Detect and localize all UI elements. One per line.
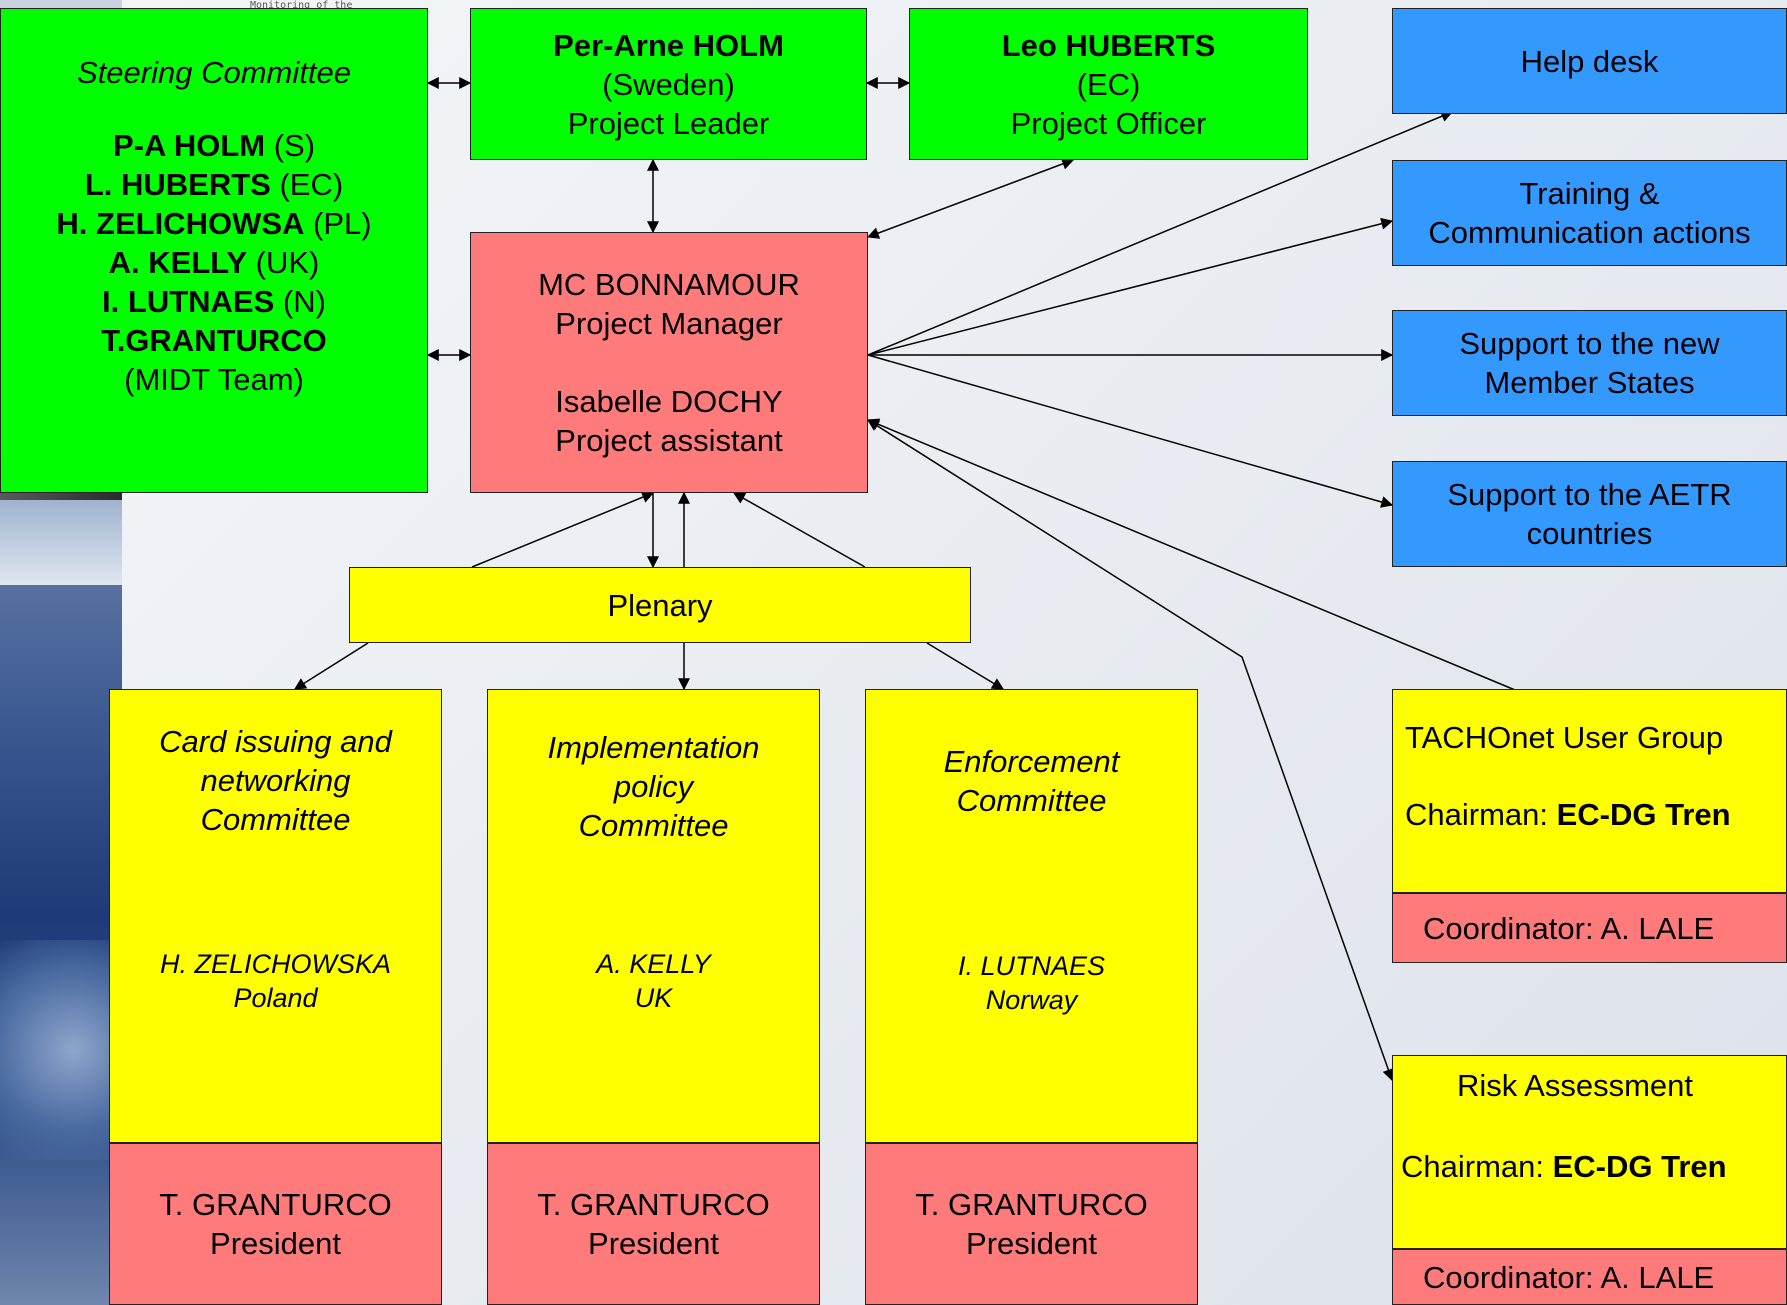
officer-country: (EC) <box>1076 66 1141 102</box>
committee-title: Committee <box>578 808 729 843</box>
support-new-ms-box: Support to the new Member States <box>1392 310 1787 416</box>
committee-box-card-issuing: Card issuing and networking Committee H.… <box>109 689 442 1143</box>
plenary-box: Plenary <box>349 567 971 643</box>
group-coordinator: Coordinator: A. LALE <box>1423 1259 1715 1295</box>
steering-member: I. LUTNAES (N) <box>102 284 326 319</box>
arrow-manager-training <box>867 217 1394 356</box>
officer-name: Leo HUBERTS <box>1001 27 1216 63</box>
committee-box-enforcement: Enforcement Committee I. LUTNAES Norway <box>865 689 1198 1143</box>
help-desk-box: Help desk <box>1392 8 1787 114</box>
support-new-ms-label: Support to the new <box>1459 326 1720 361</box>
arrow-plenary-card <box>293 642 369 690</box>
committee-title: networking <box>200 763 351 798</box>
leader-name: Per-Arne HOLM <box>553 27 784 63</box>
committee-box-implementation: Implementation policy Committee A. KELLY… <box>487 689 820 1143</box>
arrow-plenary-manager-left <box>471 491 655 568</box>
manager-role: Project Manager <box>555 306 783 341</box>
steering-member: H. ZELICHOWSA (PL) <box>56 206 372 241</box>
arrow-officer-manager <box>866 158 1075 239</box>
project-manager-box: MC BONNAMOUR Project Manager Isabelle DO… <box>470 232 868 493</box>
steering-team: (MIDT Team) <box>124 362 304 397</box>
arrow-manager-helpdesk <box>867 110 1454 356</box>
help-desk-label: Help desk <box>1520 43 1659 79</box>
support-aetr-label: countries <box>1526 516 1653 551</box>
training-label: Communication actions <box>1428 215 1751 250</box>
president-name: T. GRANTURCO <box>915 1187 1148 1222</box>
steering-member: P-A HOLM (S) <box>112 128 316 163</box>
committee-title: Committee <box>200 802 351 837</box>
trucks-image <box>0 500 122 585</box>
steering-member: L. HUBERTS (EC) <box>84 167 344 202</box>
president-box-enforcement: T. GRANTURCO President <box>865 1143 1198 1305</box>
group-chairman: Chairman: EC-DG Tren <box>1401 1149 1727 1184</box>
committee-title: Implementation <box>547 730 760 765</box>
arrow-plenary-enforcement <box>926 642 1005 690</box>
training-box: Training & Communication actions <box>1392 160 1787 266</box>
president-role: President <box>210 1226 341 1261</box>
assistant-name: Isabelle DOCHY <box>555 384 783 419</box>
steering-committee-box: Steering Committee P-A HOLM (S) L. HUBER… <box>0 8 428 493</box>
support-new-ms-label: Member States <box>1484 365 1695 400</box>
arrow-plenary-manager-right <box>732 492 866 568</box>
project-leader-box: Per-Arne HOLM (Sweden) Project Leader <box>470 8 867 160</box>
tachonet-group-box: TACHOnet User Group Chairman: EC-DG Tren <box>1392 689 1787 893</box>
support-aetr-box: Support to the AETR countries <box>1392 461 1787 567</box>
steering-member: T.GRANTURCO <box>101 323 327 358</box>
group-coordinator: Coordinator: A. LALE <box>1423 910 1715 946</box>
president-role: President <box>966 1226 1097 1261</box>
training-label: Training & <box>1519 176 1660 211</box>
manager-name: MC BONNAMOUR <box>538 267 800 302</box>
committee-country: Poland <box>233 983 318 1013</box>
president-box-implementation: T. GRANTURCO President <box>487 1143 820 1305</box>
plenary-label: Plenary <box>607 587 713 623</box>
committee-country: UK <box>634 983 673 1013</box>
steering-member: A. KELLY (UK) <box>108 245 320 280</box>
committee-title: Committee <box>956 783 1107 818</box>
committee-title: Enforcement <box>943 744 1120 779</box>
committee-title: policy <box>613 769 694 804</box>
tachonet-coordinator-box: Coordinator: A. LALE <box>1392 893 1787 963</box>
risk-assessment-box: Risk Assessment Chairman: EC-DG Tren <box>1392 1055 1787 1249</box>
committee-person: I. LUTNAES <box>957 951 1106 981</box>
group-chairman: Chairman: EC-DG Tren <box>1405 797 1731 832</box>
assistant-role: Project assistant <box>555 423 783 458</box>
committee-title: Card issuing and <box>159 724 392 759</box>
leader-country: (Sweden) <box>602 66 735 102</box>
officer-role: Project Officer <box>1010 105 1207 141</box>
europe-map-image <box>0 940 122 1160</box>
group-title: TACHOnet User Group <box>1405 720 1724 755</box>
president-box-card-issuing: T. GRANTURCO President <box>109 1143 442 1305</box>
risk-coordinator-box: Coordinator: A. LALE <box>1392 1249 1787 1305</box>
president-name: T. GRANTURCO <box>537 1187 770 1222</box>
steering-title: Steering Committee <box>77 55 351 90</box>
committee-country: Norway <box>985 985 1078 1015</box>
leader-role: Project Leader <box>567 105 770 141</box>
president-role: President <box>588 1226 719 1261</box>
project-officer-box: Leo HUBERTS (EC) Project Officer <box>909 8 1308 160</box>
committee-person: A. KELLY <box>596 949 711 979</box>
arrow-manager-risk <box>866 419 1395 1082</box>
committee-person: H. ZELICHOWSKA <box>159 949 392 979</box>
group-title: Risk Assessment <box>1457 1068 1694 1103</box>
arrow-manager-aetr <box>867 354 1394 508</box>
president-name: T. GRANTURCO <box>159 1187 392 1222</box>
support-aetr-label: Support to the AETR <box>1447 477 1732 512</box>
